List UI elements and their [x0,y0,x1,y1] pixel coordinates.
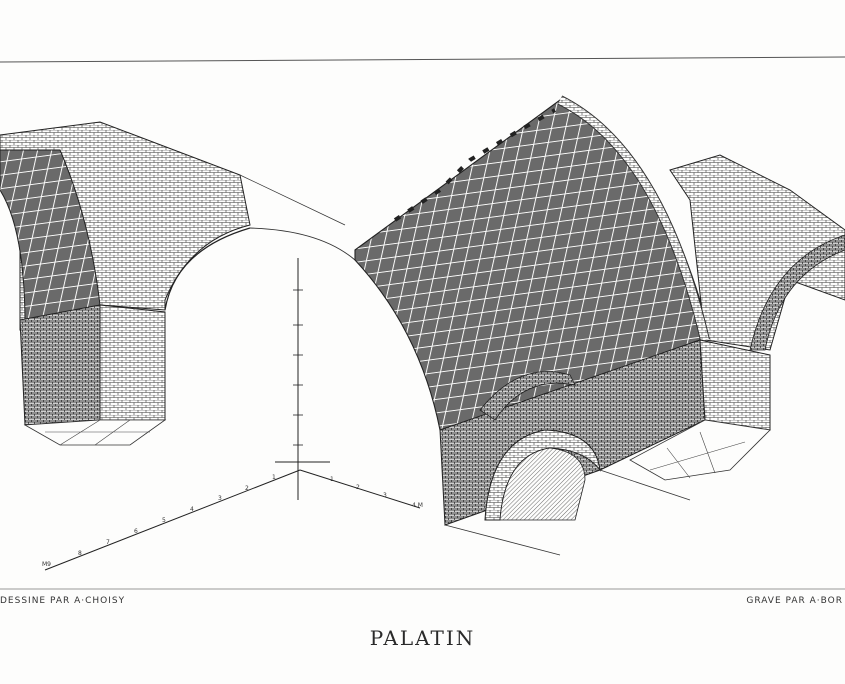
scale-line-right [299,469,421,509]
scale-label-y-8: 8 [78,550,82,557]
scale-label-y-3: 3 [218,495,222,502]
scale-label-y-2: 2 [245,485,249,492]
credit-engraved-by: GRAVE PAR A·BOR [746,596,843,606]
right-vault-structure [354,95,845,556]
credit-drawn-by: DESSINE PAR A·CHOISY [0,596,126,606]
scale-label-x-4: 4 M [412,502,423,509]
vertical-scale [275,258,330,500]
scale-label-x-2: 2 [356,484,360,491]
arch-curve-line [249,227,356,261]
scale-label-x-3: 3 [383,492,387,499]
top-border-line [0,56,845,63]
scale-label-y-5: 5 [162,517,166,524]
scale-label-y-1: 1 [272,474,276,481]
scale-label-y-4: 4 [190,506,194,513]
scale-line-left [44,469,301,571]
scale-label-y-6: 6 [134,528,138,535]
construction-line [239,174,346,226]
scale-label-y-7: 7 [106,539,110,546]
left-vault-structure [0,121,251,446]
scale-label-y-9: M9 [42,561,51,568]
scale-label-x-1: 1 [330,476,334,483]
plate-title: PALATIN [369,626,476,650]
